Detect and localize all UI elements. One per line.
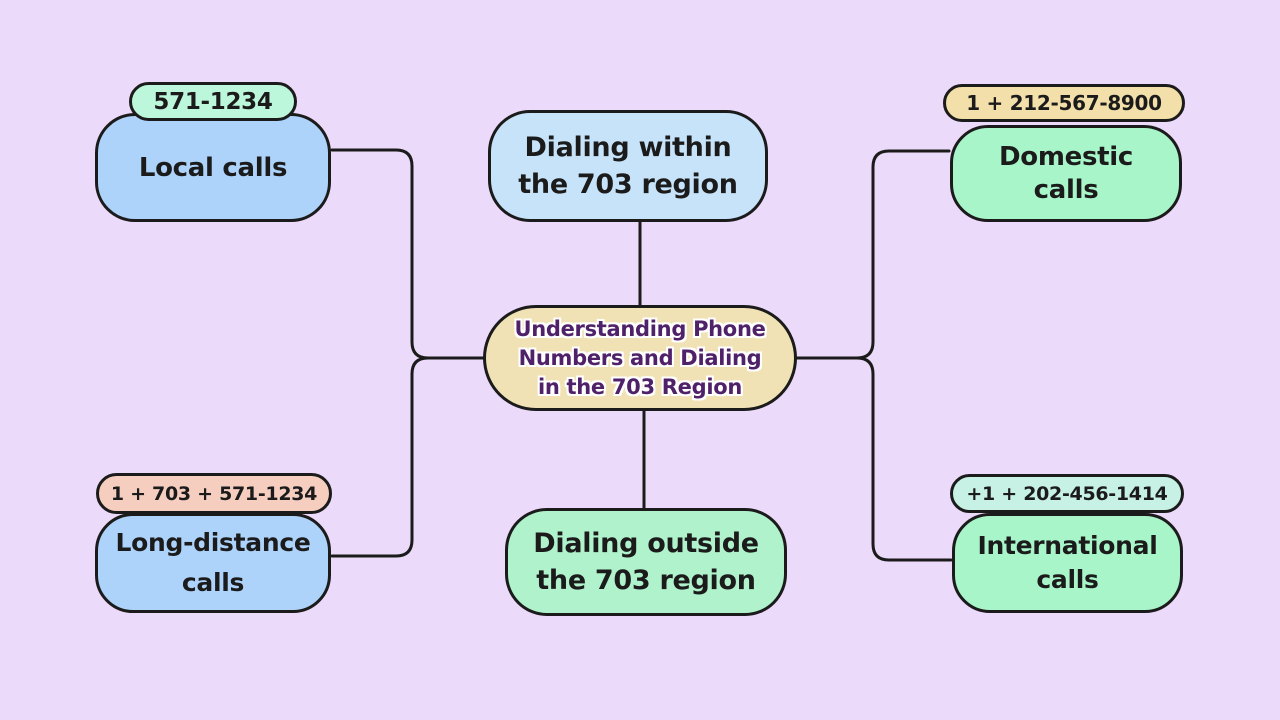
connector-center-to-international [855, 356, 953, 562]
long-distance-number-text: 1 + 703 + 571-1234 [110, 482, 318, 505]
dialing-outside-line2: the 703 region [536, 565, 756, 596]
center-topic-line1: Understanding Phone [514, 316, 766, 341]
domestic-line1: Domestic [999, 141, 1133, 172]
connector-center-to-local [330, 148, 486, 360]
center-topic-line3: in the 703 Region [537, 374, 743, 399]
node-international-calls[interactable]: International calls [952, 513, 1183, 613]
badge-international-number[interactable]: +1 + 202-456-1414 [950, 474, 1184, 513]
connector-center-to-domestic [794, 149, 951, 360]
long-distance-line1: Long-distance [115, 528, 311, 557]
local-calls-label: Local calls [138, 152, 288, 183]
dialing-outside-line1: Dialing outside [533, 528, 759, 559]
international-number-text: +1 + 202-456-1414 [966, 482, 1168, 505]
badge-domestic-number[interactable]: 1 + 212-567-8900 [943, 84, 1185, 122]
center-topic-node[interactable]: Understanding Phone Numbers and Dialing … [483, 305, 797, 411]
node-domestic-calls[interactable]: Domestic calls [950, 125, 1182, 222]
node-long-distance-calls[interactable]: Long-distance calls [95, 513, 331, 613]
badge-long-distance-number[interactable]: 1 + 703 + 571-1234 [96, 473, 332, 514]
international-line2: calls [1036, 565, 1099, 594]
dialing-within-line2: the 703 region [518, 169, 738, 200]
local-number-text: 571-1234 [153, 88, 273, 115]
node-local-calls[interactable]: Local calls [95, 113, 331, 222]
domestic-line2: calls [1033, 174, 1099, 205]
node-dialing-within[interactable]: Dialing within the 703 region [488, 110, 768, 222]
node-dialing-outside[interactable]: Dialing outside the 703 region [505, 508, 787, 616]
international-line1: International [977, 531, 1158, 560]
badge-local-number[interactable]: 571-1234 [129, 82, 297, 121]
long-distance-line2: calls [181, 568, 245, 597]
dialing-within-line1: Dialing within [524, 132, 732, 163]
connector-center-to-long-distance [330, 356, 430, 558]
domestic-number-text: 1 + 212-567-8900 [966, 91, 1162, 115]
center-topic-line2: Numbers and Dialing [518, 345, 762, 370]
